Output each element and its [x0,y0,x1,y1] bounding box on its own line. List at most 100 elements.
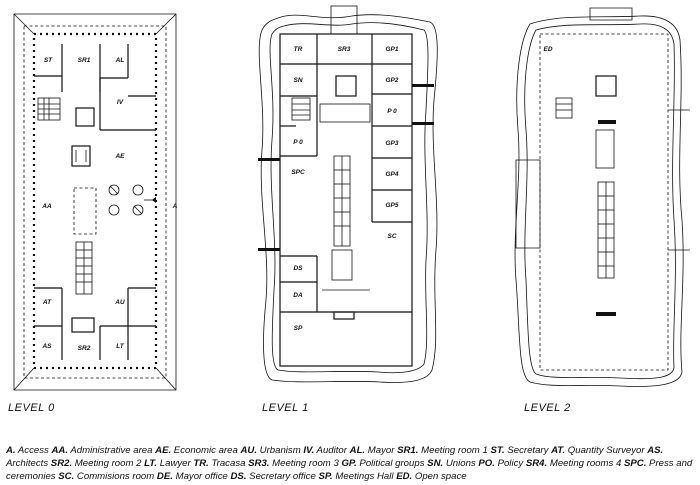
room-label: SR3 [338,46,351,53]
room-label: SR1 [78,57,91,64]
legend-item: TR. Tracasa [193,458,245,469]
legend-text: Access [15,445,49,456]
legend-item: GP. Political groups [341,458,424,469]
legend-code: AS. [647,445,664,456]
legend-text: Unions [443,458,476,469]
room-label: A [172,203,178,210]
legend-text: Meeting room 2 [72,458,142,469]
legend-code: AT. [551,445,566,456]
level-label: LEVEL 0 [8,402,55,414]
legend-code: SR3. [248,458,270,469]
legend-code: A. [6,445,16,456]
legend-item: AL. Mayor [350,445,395,456]
room-label: ST [44,57,53,64]
room-label: LT [116,343,124,350]
legend-text: Mayor office [172,471,228,482]
legend-item: IV. Auditor [303,445,347,456]
legend-text: Administrative area [68,445,153,456]
level-0-plan: ST SR1 AL IV AE AA A AT AU AS SR2 LT LEV… [8,13,178,414]
legend-code: IV. [303,445,315,456]
legend-code: PO. [478,458,495,469]
room-label: GP3 [385,140,398,147]
room-label: P 0 [387,108,397,115]
room-label: SN [293,77,302,84]
legend-code: DE. [156,471,173,482]
legend-text: Auditor [314,445,347,456]
legend-text: Architects [6,458,49,469]
legend-code: SN. [427,458,444,469]
legend-text: Meeting room 3 [269,458,339,469]
legend-text: Meeting rooms 4 [547,458,622,469]
legend-code: ED. [396,471,413,482]
legend-item: SP. Meetings Hall [319,471,394,482]
legend-item: DS. Secretary office [231,471,316,482]
legend-code: ST. [490,445,505,456]
room-label: SR2 [78,345,91,352]
legend-item: DE. Mayor office [157,471,228,482]
legend-item: SN. Unions [427,458,476,469]
legend-item: LT. Lawyer [144,458,191,469]
legend-item: SR1. Meeting room 1 [397,445,488,456]
legend-text: Secretary office [246,471,316,482]
level-label: LEVEL 2 [524,402,571,414]
legend-code: SPC. [623,458,647,469]
legend-code: SC. [58,471,75,482]
room-label: GP1 [385,46,398,53]
room-label: AT [42,299,52,306]
legend-text: Quantity Surveyor [565,445,645,456]
legend-text: Lawyer [157,458,191,469]
legend-code: TR. [193,458,209,469]
legend-code: SP. [318,471,333,482]
legend-code: GP. [341,458,357,469]
legend-item: SR3. Meeting room 3 [248,458,339,469]
room-label: AA [41,203,52,210]
room-label: IV [117,99,124,106]
room-label: AL [115,57,125,64]
room-label: AS [41,343,52,350]
room-label: TR [294,46,303,53]
legend-item: AS. Architects [6,445,663,469]
legend-item: AA. Administrative area [52,445,153,456]
room-label: AU [114,299,125,306]
legend-code: SR4. [525,458,548,469]
legend-code: DS. [230,471,247,482]
legend-code: LT. [144,458,158,469]
legend-item: SR2. Meeting room 2 [51,458,142,469]
room-label: DS [293,265,303,272]
legend-item: ST. Secretary [490,445,548,456]
legend: A. Access AA. Administrative area AE. Ec… [6,444,696,483]
legend-text: Urbanism [257,445,301,456]
legend-item: SR4. Meeting rooms 4 [526,458,621,469]
level-2-plan: ED LEVEL 2 [514,7,690,414]
legend-code: AU. [240,445,257,456]
legend-text: Tracasa [208,458,246,469]
room-label: SPC [291,169,305,176]
room-label: GP5 [385,202,398,209]
level-1-plan: TR SR3 GP1 SN GP2 P 0 P 0 GP3 SPC GP4 GP… [258,5,438,414]
room-label: GP2 [385,77,398,84]
level-label: LEVEL 1 [262,402,309,414]
room-label: AE [114,153,125,160]
legend-item: AU. Urbanism [240,445,300,456]
legend-item: SC. Commisions room [58,471,154,482]
legend-text: Policy [494,458,524,469]
legend-text: Mayor [365,445,395,456]
legend-text: Meeting room 1 [418,445,488,456]
legend-item: PO. Policy [478,458,523,469]
legend-item: ED. Open space [396,471,466,482]
legend-text: Secretary [504,445,549,456]
room-label: GP4 [385,171,398,178]
legend-code: AE. [155,445,172,456]
legend-text: Economic area [171,445,238,456]
legend-code: AL. [349,445,366,456]
legend-text: Commisions room [74,471,155,482]
legend-text: Press and ceremonies [6,458,693,482]
legend-item: SPC. Press and ceremonies [6,458,692,482]
room-label: DA [293,292,303,299]
legend-text: Political groups [356,458,425,469]
room-label: SP [294,325,303,332]
room-label: ED [543,46,552,53]
legend-text: Open space [412,471,467,482]
room-label: P 0 [293,139,303,146]
